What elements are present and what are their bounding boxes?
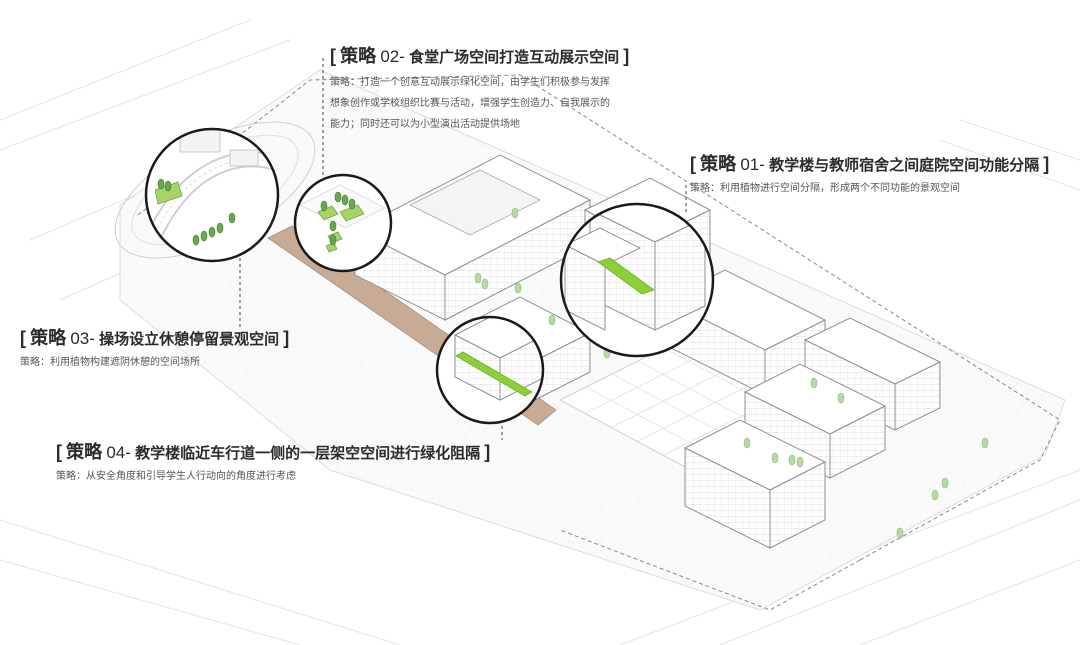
body-line: 策略：从安全角度和引导学生人行动向的角度进行考虑	[56, 471, 296, 482]
bracket-open: [	[690, 154, 696, 174]
building-south-east	[683, 419, 827, 549]
strategy-number: 02-	[380, 47, 405, 66]
body-line: 能力；同时还可以为小型演出活动提供场地	[330, 119, 520, 130]
bracket-close: ]	[1043, 154, 1050, 174]
strategy-keyword: 策略	[340, 46, 377, 66]
building-main-north	[353, 154, 592, 321]
body-line: 策略：利用植物进行空间分隔，形成两个不同功能的景观空间	[690, 183, 960, 194]
annotation-title: [ 策略 02- 食堂广场空间打造互动展示空间 ]	[330, 46, 629, 68]
strategy-number: 03-	[70, 329, 95, 348]
strategy-number: 01-	[740, 155, 765, 174]
strategy-keyword: 策略	[700, 154, 737, 174]
strategy-title: 教学楼临近车行道一侧的一层架空空间进行绿化阻隔	[135, 445, 481, 462]
annotation-strategy-04: [ 策略 04- 教学楼临近车行道一侧的一层架空空间进行绿化阻隔 ] 策略：从安…	[56, 442, 490, 487]
leader-lines	[239, 58, 687, 440]
annotation-body: 策略：打造一个创意互动展示绿化空间，由学生们积极参与发挥 想象创作或学校组织比赛…	[330, 72, 629, 135]
strategy-title: 食堂广场空间打造互动展示空间	[409, 49, 620, 66]
strategy-title: 操场设立休憩停留景观空间	[99, 331, 280, 348]
annotation-strategy-02: [ 策略 02- 食堂广场空间打造互动展示空间 ] 策略：打造一个创意互动展示绿…	[330, 46, 629, 135]
bracket-close: ]	[623, 46, 630, 66]
body-line: 策略：利用植物构建遮阴休憩的空间场所	[20, 357, 200, 368]
magnifier-courtyard	[559, 202, 715, 358]
bracket-close: ]	[484, 442, 491, 462]
bracket-open: [	[330, 46, 336, 66]
bracket-close: ]	[283, 328, 290, 348]
strategy-keyword: 策略	[30, 328, 67, 348]
bracket-open: [	[56, 442, 62, 462]
annotation-body: 策略：从安全角度和引导学生人行动向的角度进行考虑	[56, 466, 490, 487]
strategy-title: 教学楼与教师宿舍之间庭院空间功能分隔	[769, 157, 1040, 174]
magnifier-road-buffer	[435, 315, 545, 425]
annotation-body: 策略：利用植物构建遮阴休憩的空间场所	[20, 352, 289, 373]
building-mid-east	[743, 363, 887, 479]
site-trees	[474, 207, 989, 539]
bracket-open: [	[20, 328, 26, 348]
strategy-keyword: 策略	[66, 442, 103, 462]
annotation-body: 策略：利用植物进行空间分隔，形成两个不同功能的景观空间	[690, 178, 1049, 199]
magnifier-canteen-plaza	[293, 173, 393, 273]
strategy-number: 04-	[106, 443, 131, 462]
annotation-strategy-01: [ 策略 01- 教学楼与教师宿舍之间庭院空间功能分隔 ] 策略：利用植物进行空…	[690, 154, 1049, 199]
body-line: 策略：打造一个创意互动展示绿化空间，由学生们积极参与发挥	[330, 77, 610, 88]
annotation-title: [ 策略 04- 教学楼临近车行道一侧的一层架空空间进行绿化阻隔 ]	[56, 442, 490, 464]
body-line: 想象创作或学校组织比赛与活动，增强学生创造力、自我展示的	[330, 98, 610, 109]
annotation-title: [ 策略 03- 操场设立休憩停留景观空间 ]	[20, 328, 289, 350]
annotation-title: [ 策略 01- 教学楼与教师宿舍之间庭院空间功能分隔 ]	[690, 154, 1049, 176]
annotation-strategy-03: [ 策略 03- 操场设立休憩停留景观空间 ] 策略：利用植物构建遮阴休憩的空间…	[20, 328, 289, 373]
